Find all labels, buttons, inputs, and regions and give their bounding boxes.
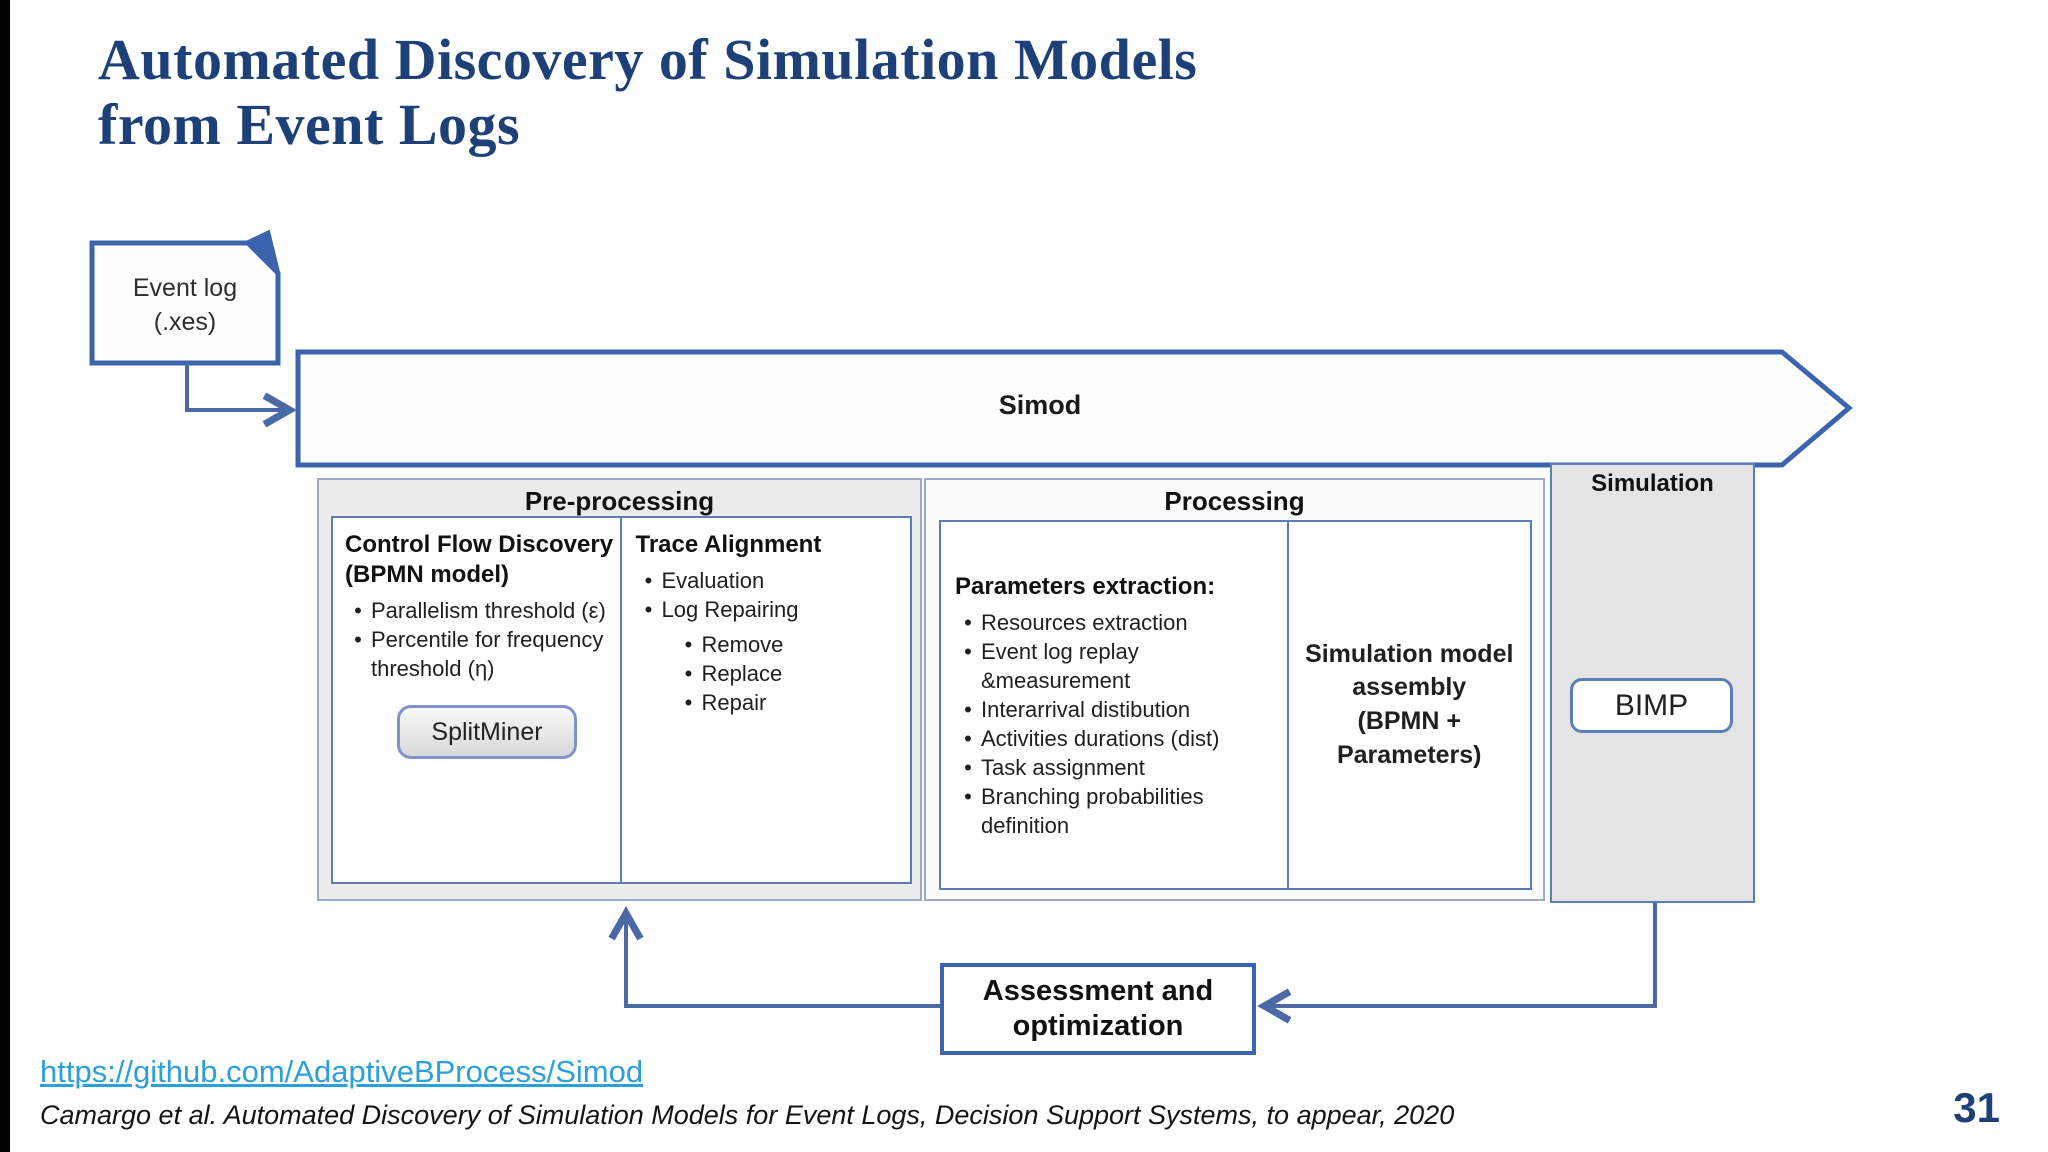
trace-alignment-title: Trace Alignment: [635, 531, 822, 558]
trace-alignment-bullets: • Evaluation • Log Repairing: [636, 566, 907, 624]
left-black-bar: [0, 0, 10, 1152]
control-flow-bullets: • Parallelism threshold (ε) • Percentile…: [345, 596, 614, 683]
page-number: 31: [1953, 1084, 2000, 1131]
eventlog-to-simod-arrow: [185, 363, 286, 410]
simod-arrow-shape: [295, 349, 1853, 468]
event-log-document-shape: [89, 240, 281, 366]
assessment-to-preprocessing-arrow: [626, 917, 940, 1008]
log-repairing-sub-bullets: • Remove • Replace • Repair: [676, 630, 907, 717]
document-fold-icon: [244, 229, 281, 275]
list-item: • Log Repairing: [644, 597, 799, 623]
parameters-extraction-bullets: • Resources extraction • Event log repla…: [955, 608, 1281, 840]
parameters-extraction-title: Parameters extraction:: [955, 573, 1216, 600]
simulation-model-assembly-column: Simulation model assembly (BPMN + Parame…: [1305, 639, 1514, 769]
list-item: • Replace: [684, 661, 783, 687]
list-item: • Activities durations (dist): [964, 726, 1220, 752]
control-flow-title: Control Flow Discovery (BPMN model): [345, 531, 614, 588]
control-flow-discovery-column: Control Flow Discovery (BPMN model) • Pa…: [333, 518, 622, 882]
simulation-to-assessment-arrow: [1268, 903, 1657, 1006]
list-item: • Parallelism threshold (ε): [354, 598, 606, 623]
event-log-label-line1: Event log: [132, 274, 238, 302]
list-item: • Branching probabilities definition: [964, 784, 1204, 839]
list-item: • Repair: [684, 690, 767, 716]
slide-title: Automated Discovery of Simulation Models…: [98, 27, 1878, 158]
citation-text: Camargo et al. Automated Discovery of Si…: [40, 1100, 1455, 1130]
preprocessing-header: Pre-processing: [524, 486, 715, 516]
event-log-label: Event log (.xes): [92, 272, 278, 340]
slide-title-line1: Automated Discovery of Simulation Models: [98, 27, 1198, 92]
preprocessing-inner-box: Control Flow Discovery (BPMN model) • Pa…: [331, 516, 912, 884]
simod-label: Simod: [998, 390, 1082, 420]
splitminer-button: SplitMiner: [397, 705, 577, 760]
list-item: • Evaluation: [644, 568, 765, 593]
list-item: • Resources extraction: [964, 610, 1188, 635]
list-item: • Event log replay &measurement: [964, 639, 1139, 694]
slide-title-line2: from Event Logs: [98, 91, 521, 157]
event-log-label-line2: (.xes): [153, 307, 217, 336]
list-item: • Interarrival distibution: [964, 697, 1191, 723]
github-link[interactable]: https://github.com/AdaptiveBProcess/Simo…: [40, 1054, 644, 1089]
trace-alignment-column: Trace Alignment • Evaluation • Log Repai…: [622, 518, 911, 882]
processing-inner-box: Parameters extraction: • Resources extra…: [939, 520, 1532, 890]
list-item: • Task assignment: [964, 755, 1145, 781]
bimp-button: BIMP: [1570, 678, 1733, 733]
assessment-optimization-box: Assessment and optimization: [940, 963, 1256, 1055]
processing-header: Processing: [1164, 486, 1305, 516]
simulation-header: Simulation: [1591, 470, 1714, 497]
list-item: • Remove: [684, 632, 784, 658]
parameters-extraction-column: Parameters extraction: • Resources extra…: [941, 522, 1289, 888]
list-item: • Percentile for frequency threshold (η): [354, 627, 604, 682]
